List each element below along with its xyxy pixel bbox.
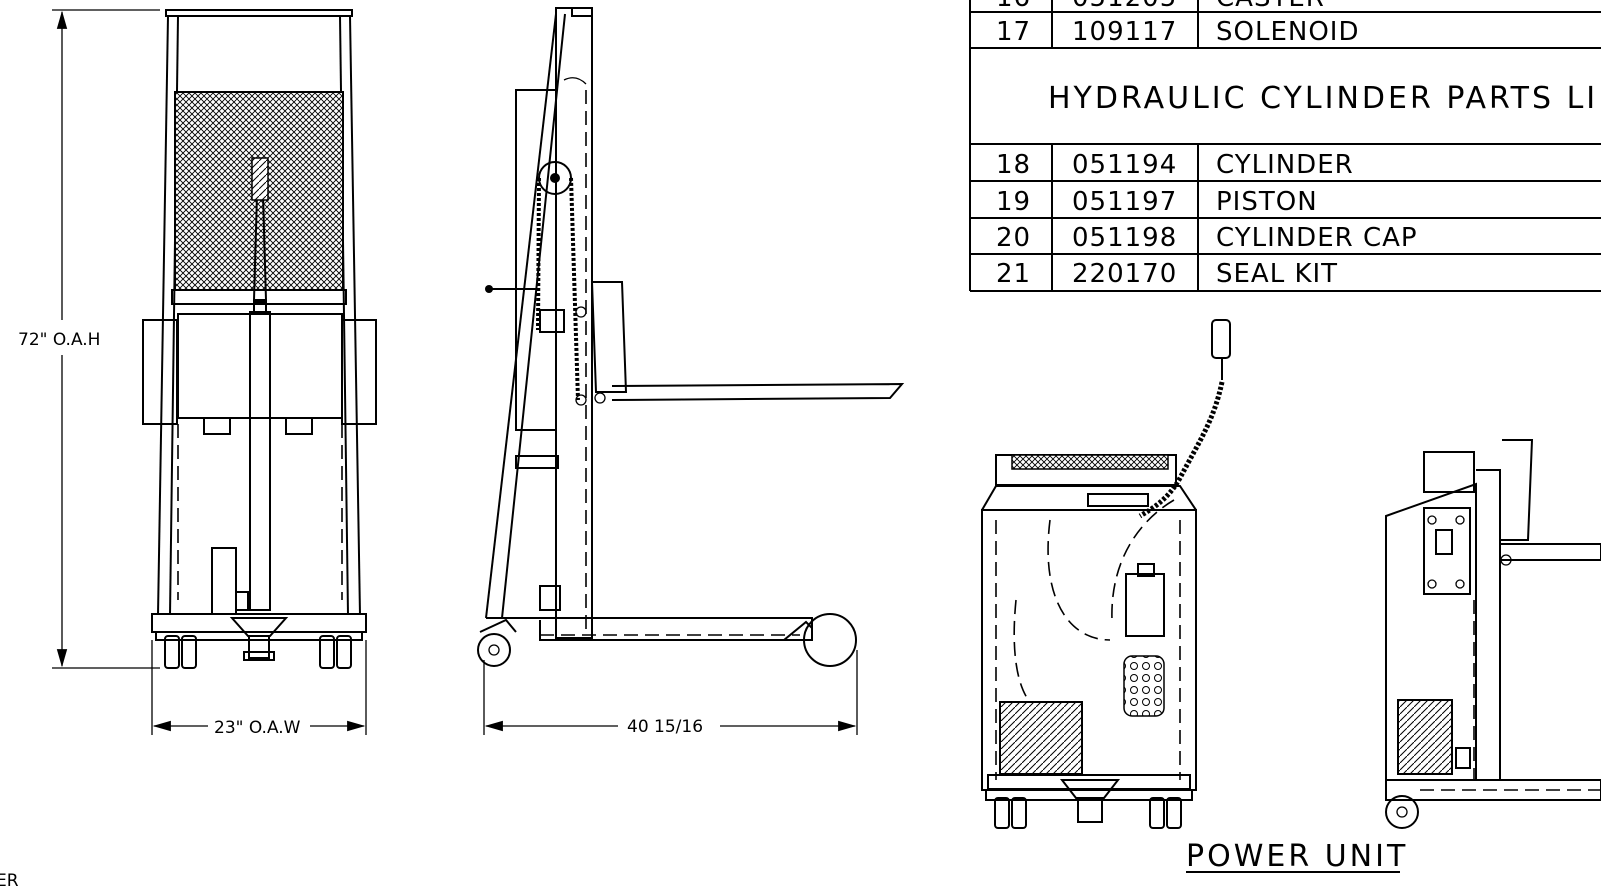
table-section-heading: HYDRAULIC CYLINDER PARTS LI xyxy=(1048,81,1598,116)
svg-text:17: 17 xyxy=(996,17,1031,47)
svg-text:21: 21 xyxy=(996,259,1031,289)
svg-text:051205: 051205 xyxy=(1072,0,1177,13)
parts-table: 16 051205 CASTER 17 109117 SOLENOID HYDR… xyxy=(969,0,1601,292)
front-view: 72" O.A.H xyxy=(18,9,377,738)
power-unit-front-view xyxy=(981,319,1231,829)
height-dimension-label: 72" O.A.H xyxy=(18,330,100,350)
width-dimension-label: 23" O.A.W xyxy=(214,718,301,738)
svg-text:CYLINDER: CYLINDER xyxy=(1216,150,1354,180)
table-row: 17 109117 SOLENOID xyxy=(996,17,1359,47)
clipped-text: ER xyxy=(0,871,19,888)
svg-text:19: 19 xyxy=(996,187,1031,217)
svg-text:051198: 051198 xyxy=(1072,223,1177,253)
side-view: 40 15/16 xyxy=(477,7,905,737)
table-row: 20 051198 CYLINDER CAP xyxy=(996,223,1418,253)
svg-text:CYLINDER CAP: CYLINDER CAP xyxy=(1216,223,1418,253)
table-row: 19 051197 PISTON xyxy=(996,187,1318,217)
svg-text:SEAL KIT: SEAL KIT xyxy=(1216,259,1338,289)
svg-text:051197: 051197 xyxy=(1072,187,1177,217)
power-unit-side-view xyxy=(1385,439,1601,829)
svg-text:109117: 109117 xyxy=(1072,17,1177,47)
svg-text:16: 16 xyxy=(996,0,1031,13)
power-unit-label: POWER UNIT xyxy=(1186,839,1408,874)
table-row: 16 051205 CASTER xyxy=(996,0,1325,13)
svg-text:SOLENOID: SOLENOID xyxy=(1216,17,1359,47)
svg-text:CASTER: CASTER xyxy=(1216,0,1325,13)
width-dimension: 23" O.A.W xyxy=(151,640,367,738)
svg-text:PISTON: PISTON xyxy=(1216,187,1318,217)
table-row: 18 051194 CYLINDER xyxy=(996,150,1354,180)
height-dimension: 72" O.A.H xyxy=(18,9,160,669)
svg-text:18: 18 xyxy=(996,150,1031,180)
table-row: 21 220170 SEAL KIT xyxy=(996,259,1338,289)
svg-text:051194: 051194 xyxy=(1072,150,1177,180)
length-dimension: 40 15/16 xyxy=(483,650,858,737)
length-dimension-label: 40 15/16 xyxy=(627,717,703,737)
svg-text:220170: 220170 xyxy=(1072,259,1177,289)
svg-text:20: 20 xyxy=(996,223,1031,253)
